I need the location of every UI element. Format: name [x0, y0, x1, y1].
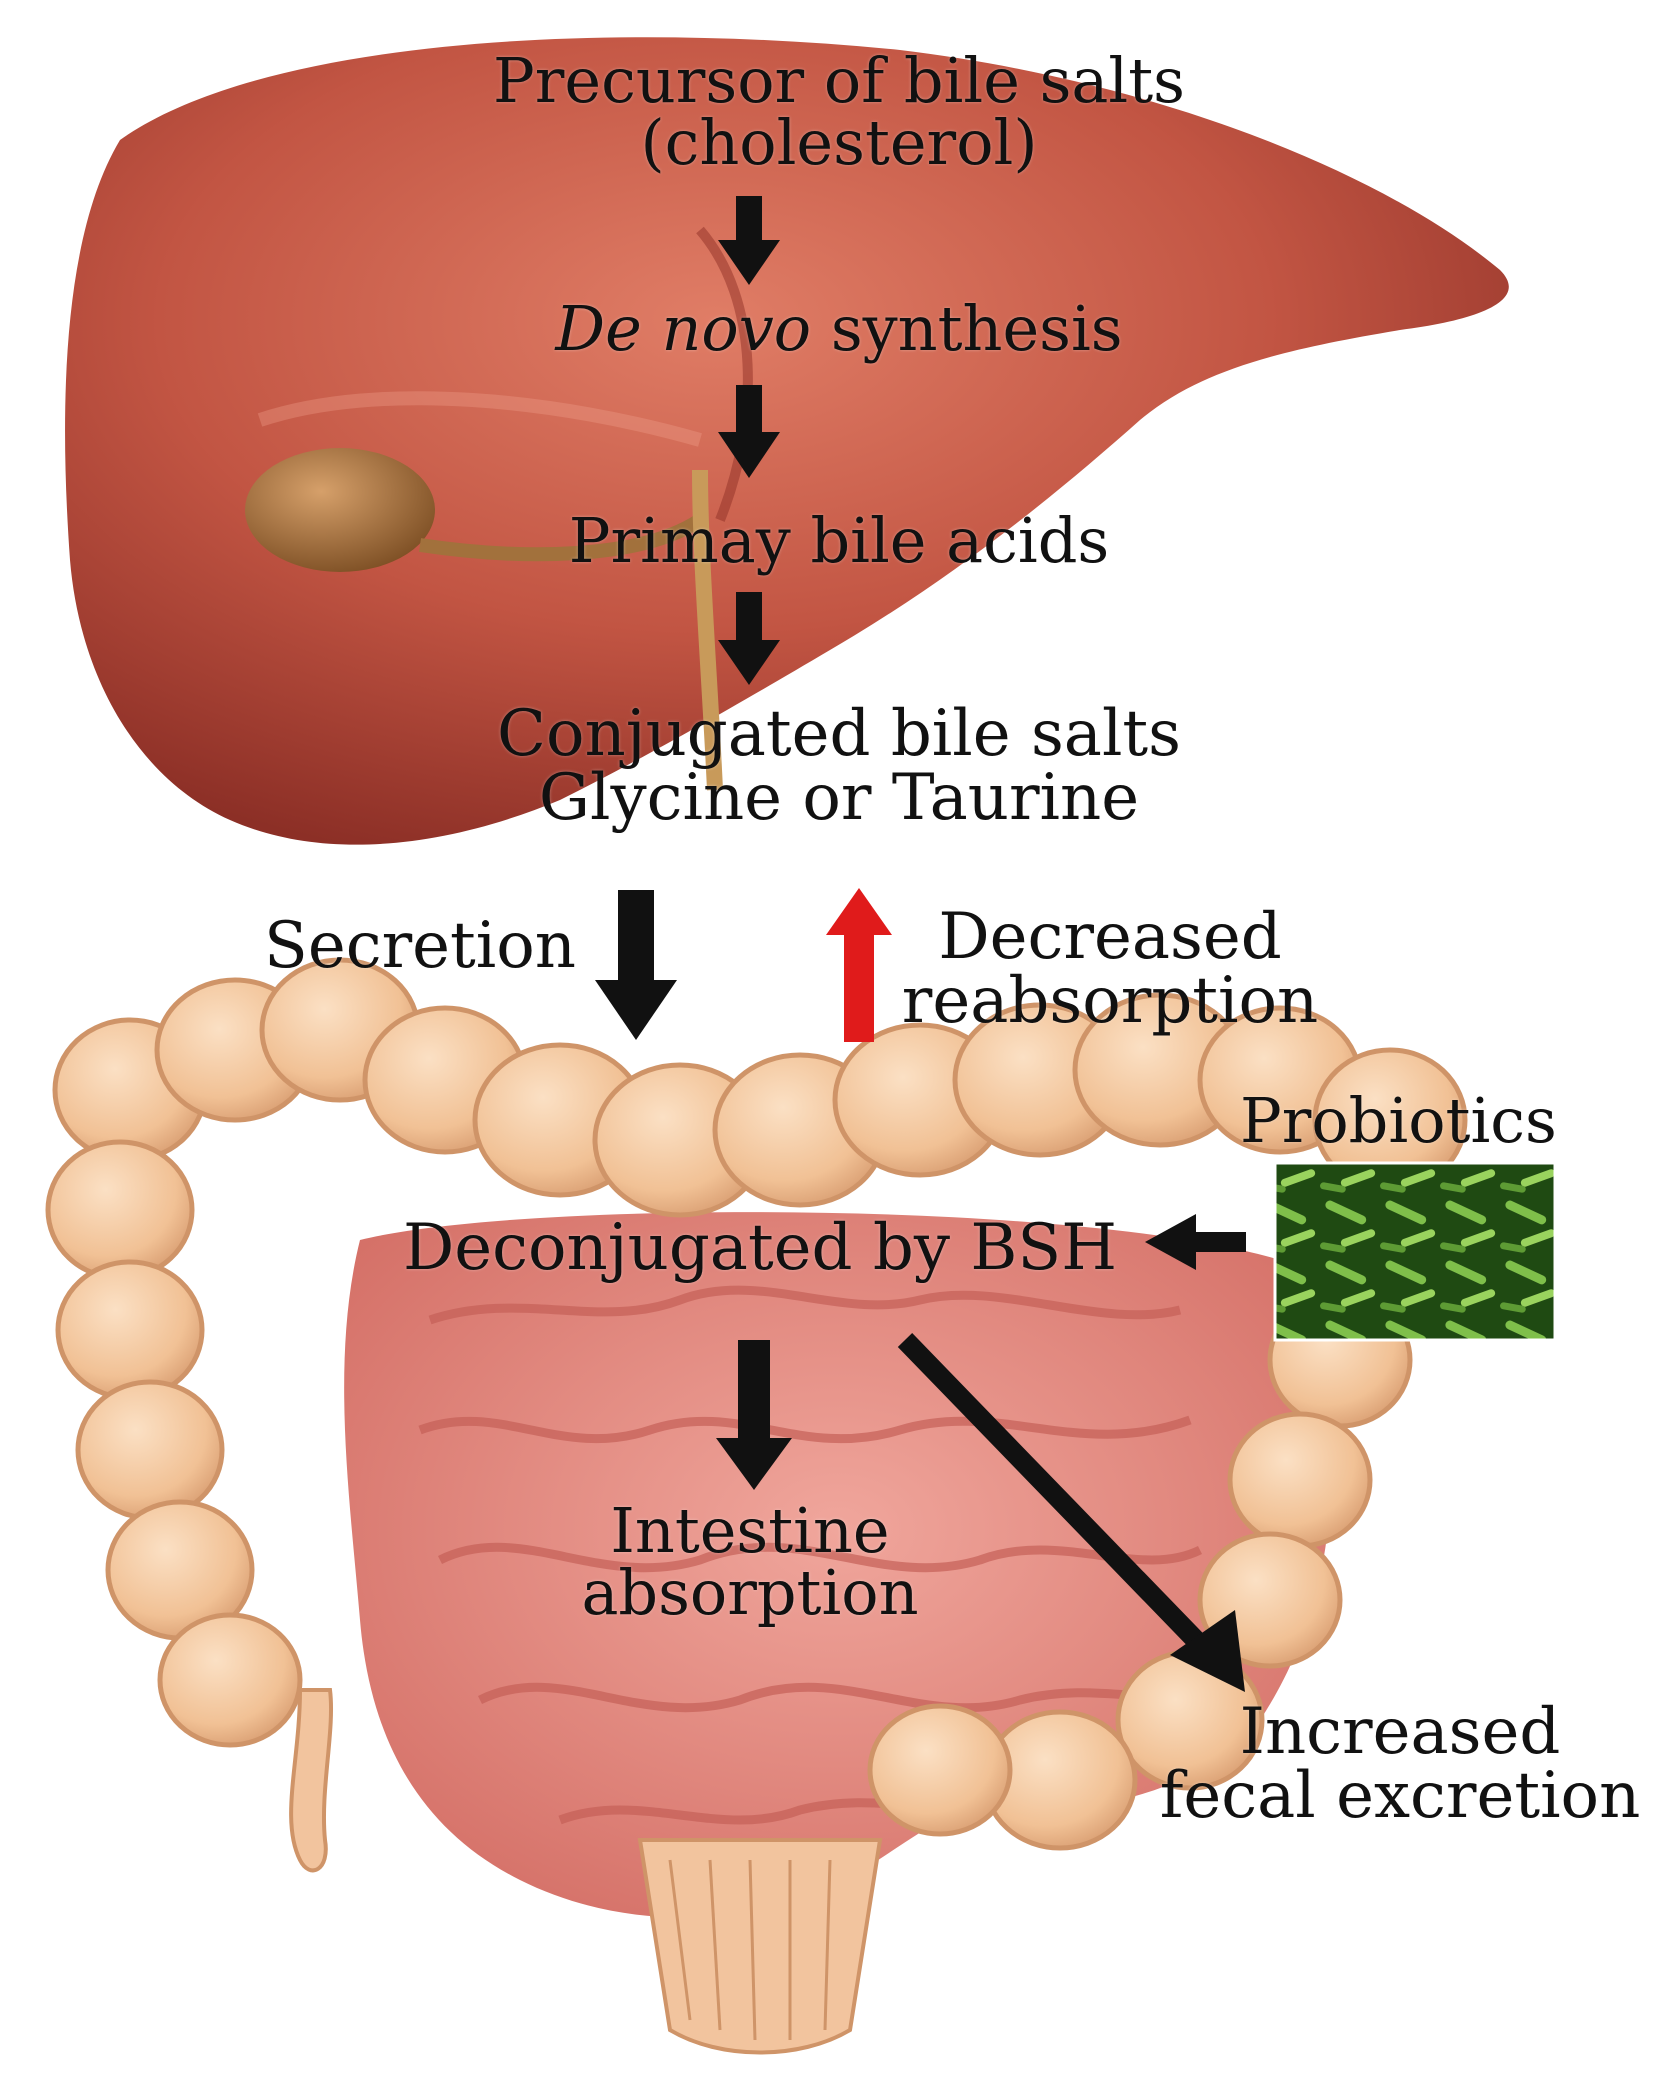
label-increased-line2: fecal excretion — [1159, 1759, 1641, 1833]
label-decreased-reabsorption: Decreased reabsorption — [880, 905, 1340, 1033]
label-conjugated-line2: Glycine or Taurine — [538, 761, 1140, 835]
label-de-novo-synthesis: De novo synthesis — [339, 298, 1339, 360]
label-de-novo-italic: De novo — [555, 292, 812, 365]
label-secretion: Secretion — [264, 909, 576, 983]
label-deconjugated-by-bsh: Deconjugated by BSH — [402, 1211, 1118, 1285]
arrow-probiotics-to-bsh — [1145, 1214, 1246, 1270]
label-precursor-line1: Precursor of bile salts — [493, 44, 1185, 117]
arrow-decreased-reabsorption — [826, 888, 892, 1042]
label-conjugated-bile-salts: Conjugated bile salts Glycine or Taurine — [339, 702, 1339, 830]
arrow-denovo-to-primary — [718, 385, 780, 478]
label-decreased-line2: reabsorption — [901, 964, 1319, 1038]
label-precursor: Precursor of bile salts (cholesterol) — [339, 50, 1339, 174]
arrow-precursor-to-denovo — [718, 196, 780, 285]
label-increased-fecal-excretion: Increased fecal excretion — [1150, 1700, 1650, 1828]
label-intestine-absorption: Intestine absorption — [500, 1500, 1000, 1624]
label-de-novo-rest: synthesis — [811, 292, 1123, 365]
label-probiotics: Probiotics — [1240, 1084, 1557, 1157]
arrow-to-intestine-absorption — [716, 1340, 792, 1490]
gallbladder-illustration — [245, 448, 723, 791]
label-increased-line1: Increased — [1239, 1695, 1561, 1769]
liver-illustration — [65, 37, 1509, 845]
arrow-secretion — [595, 890, 677, 1040]
label-intestine-line2: absorption — [581, 1556, 919, 1629]
label-decreased-line1: Decreased — [938, 900, 1282, 974]
probiotics-bacteria-image — [1273, 1161, 1557, 1342]
label-intestine-line1: Intestine — [610, 1494, 890, 1567]
arrow-primary-to-conjugated — [718, 592, 780, 685]
label-primary-bile-acids: Primay bile acids — [568, 504, 1110, 577]
arrow-to-fecal-excretion — [897, 1333, 1245, 1692]
intestine-illustration — [45, 957, 1468, 2055]
label-conjugated-line1: Conjugated bile salts — [497, 697, 1181, 771]
label-precursor-line2: (cholesterol) — [640, 106, 1038, 179]
